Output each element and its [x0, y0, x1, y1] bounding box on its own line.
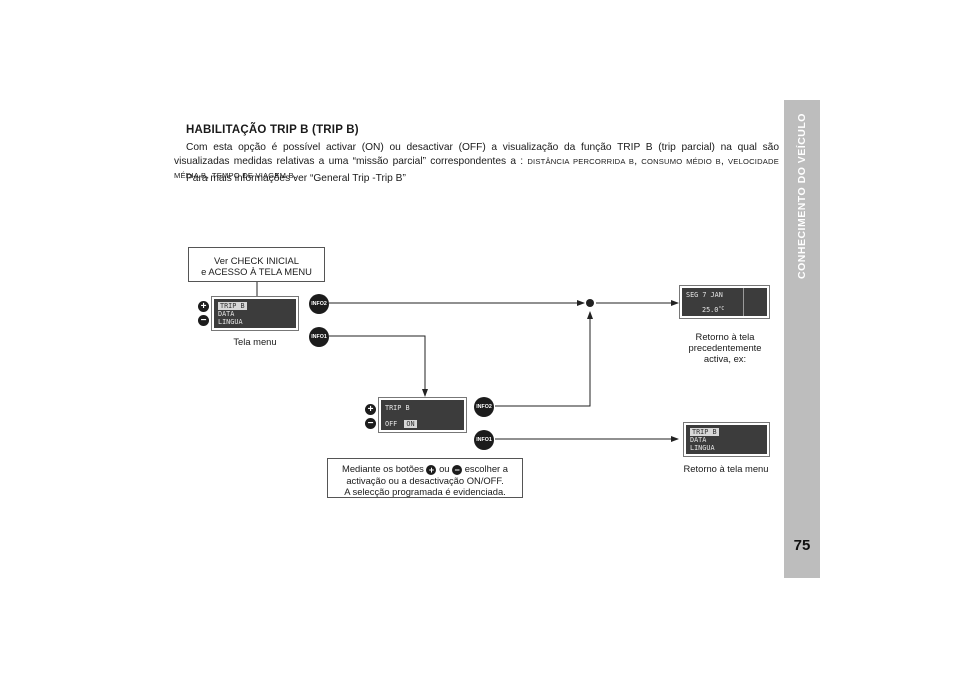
tripb-screen: TRIP B OFF ON: [378, 397, 467, 433]
plus-button[interactable]: +: [198, 301, 209, 312]
tripb-off: OFF: [385, 420, 398, 428]
sidebar-strip: [784, 100, 820, 578]
instruction-box: Mediante os botões + ou − escolher a act…: [327, 458, 523, 498]
menu-line-tripb: TRIP B: [218, 302, 247, 310]
prev-temp: 25.0°C: [702, 306, 725, 314]
minus-icon: −: [452, 465, 463, 475]
section-heading: HABILITAÇÃO TRIP B (TRIP B): [186, 124, 359, 136]
measure-item: CONSUMO MÉDIO B: [641, 157, 721, 166]
plus-button[interactable]: +: [365, 404, 376, 415]
return-menu-screen: TRIP B DATA LINGUA: [683, 422, 770, 457]
tripb-on-selected: ON: [404, 420, 417, 428]
check-box-line1: Ver CHECK INICIAL: [214, 255, 299, 266]
menu-caption: Tela menu: [233, 336, 277, 347]
intro-text: Com esta opção é possível activar (ON) o…: [174, 142, 779, 167]
intro-paragraph: Com esta opção é possível activar (ON) o…: [174, 142, 779, 181]
info1-button[interactable]: INFO1: [309, 327, 329, 347]
menu-screen: TRIP B DATA LINGUA: [211, 296, 299, 331]
previous-caption: Retorno à tela precedentemente activa, e…: [688, 331, 762, 364]
instruction-line2: activação ou a desactivação ON/OFF.: [346, 475, 504, 486]
info2-button[interactable]: INFO2: [309, 294, 329, 314]
tripb-title: TRIP B: [385, 404, 410, 412]
info2-button[interactable]: INFO2: [474, 397, 494, 417]
menu-line-lingua: LINGUA: [218, 318, 243, 326]
junction-dot: [586, 299, 594, 307]
tripb-onoff: OFF ON: [385, 420, 417, 428]
measure-item: DISTÂNCIA PERCORRIDA B: [527, 157, 635, 166]
menu-line-data: DATA: [690, 436, 707, 444]
prev-date: SEG 7 JAN: [686, 291, 723, 299]
previous-screen: SEG 7 JAN 25.0°C: [679, 285, 770, 319]
menu-line-tripb: TRIP B: [690, 428, 719, 436]
measure-item: VELOCIDADE MÉDIA B: [174, 157, 779, 180]
page-number: 75: [793, 537, 811, 554]
minus-button[interactable]: −: [198, 315, 209, 326]
plus-icon: +: [426, 465, 437, 475]
return-menu-caption: Retorno à tela menu: [683, 463, 769, 474]
menu-line-lingua: LINGUA: [690, 444, 715, 452]
arrow-info1-to-tripb: [329, 335, 428, 397]
info1-button[interactable]: INFO1: [474, 430, 494, 450]
measure-item: TEMPO DE VIAGEM B: [211, 171, 294, 180]
menu-line-data: DATA: [218, 310, 235, 318]
more-info-paragraph: Para mais informações ver “General Trip …: [186, 173, 406, 184]
arrow-info2-up-to-node: [495, 311, 593, 407]
check-box-line2: e ACESSO À TELA MENU: [201, 266, 312, 277]
minus-button[interactable]: −: [365, 418, 376, 429]
instruction-line3: A selecção programada é evidenciada.: [344, 486, 506, 497]
instruction-line1: Mediante os botões + ou − escolher a: [342, 463, 508, 475]
check-initial-box: Ver CHECK INICIAL e ACESSO À TELA MENU: [188, 247, 325, 282]
